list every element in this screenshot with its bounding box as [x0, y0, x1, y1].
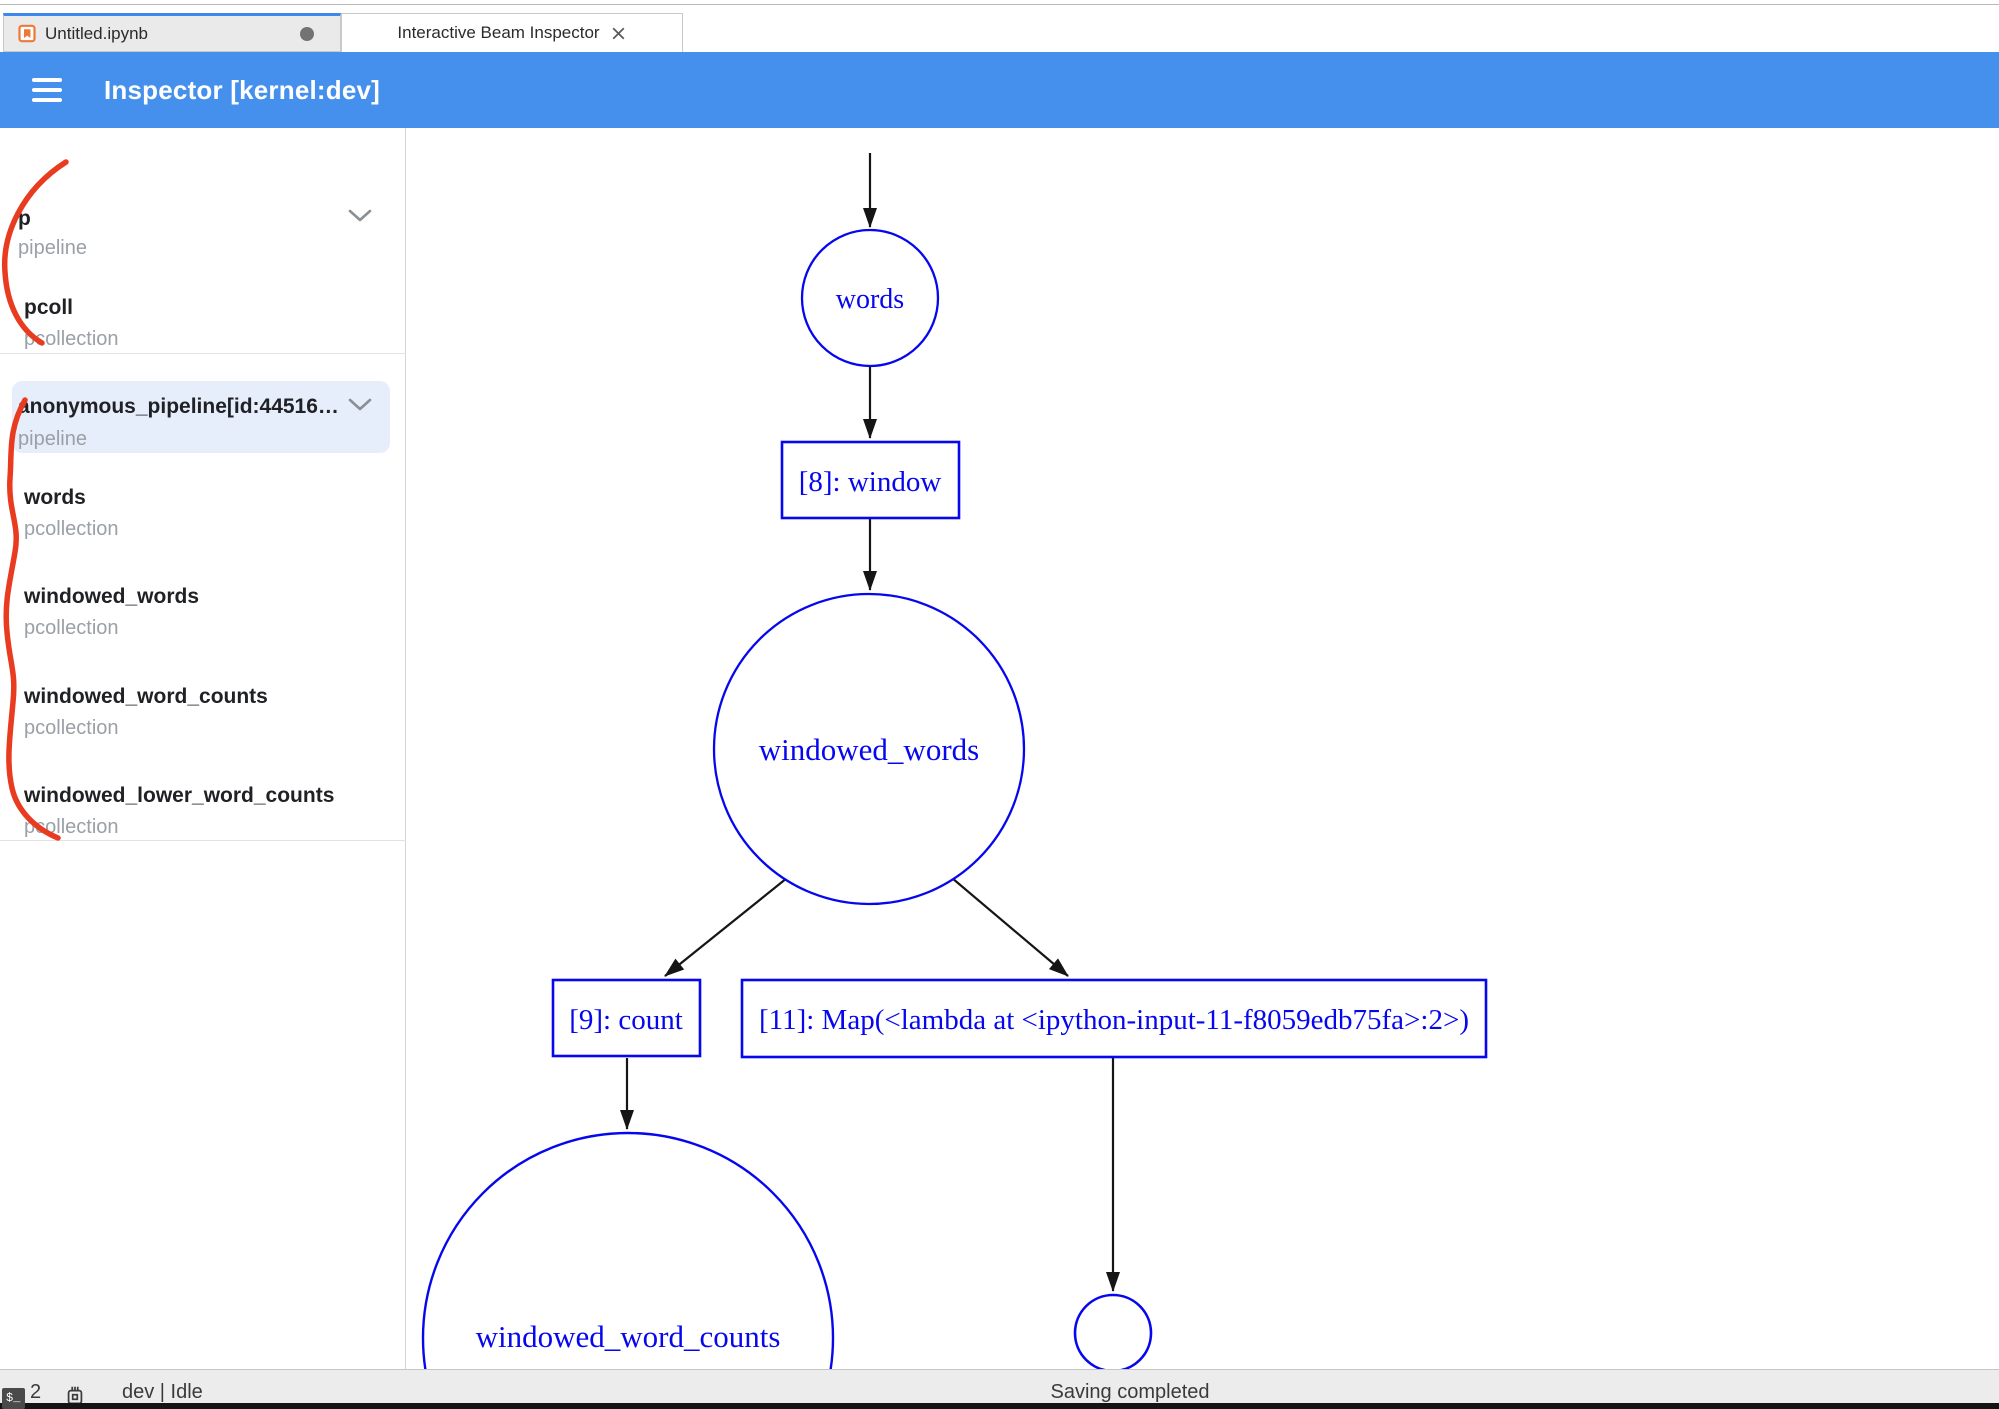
sidebar-item-windowed-words[interactable]: windowed_words — [24, 585, 200, 608]
close-icon[interactable] — [610, 25, 627, 42]
node-count-rect[interactable] — [551, 978, 702, 1058]
page-title: Inspector [kernel:dev] — [104, 74, 381, 105]
graph-edges — [620, 153, 1120, 1292]
node-unnamed-circle[interactable] — [1073, 1293, 1153, 1369]
window-bottom-edge — [0, 1403, 1999, 1409]
node-label: windowed_word_counts — [476, 1319, 781, 1354]
pipeline-graph-canvas: words [8]: window windowed_words [9]: co… — [421, 153, 1488, 1369]
terminal-icon[interactable]: $_ — [2, 1388, 25, 1409]
window-top-border — [0, 4, 1999, 5]
tab-beam-inspector[interactable]: Interactive Beam Inspector — [341, 13, 683, 52]
node-words-circle[interactable] — [800, 228, 940, 368]
status-message: Saving completed — [1050, 1381, 1210, 1403]
notebook-icon — [18, 24, 36, 43]
edge-windowed-words-to-map — [951, 877, 1069, 977]
sidebar-divider — [0, 353, 406, 354]
node-label: [11]: Map(<lambda at <ipython-input-11-f… — [759, 1004, 1469, 1036]
sidebar-divider — [0, 840, 406, 841]
node-label: windowed_words — [759, 732, 979, 767]
node-label: [8]: window — [799, 466, 942, 498]
sidebar-item-windowed-word-counts[interactable]: windowed_word_counts — [24, 685, 268, 708]
tab-bar: Untitled.ipynb Interactive Beam Inspecto… — [0, 5, 1999, 52]
sidebar-item-anonymous-pipeline[interactable]: anonymous_pipeline[id:44516… — [18, 395, 339, 418]
chevron-down-icon[interactable] — [346, 208, 374, 224]
unsaved-changes-dot — [300, 26, 314, 41]
chevron-down-icon[interactable] — [346, 397, 374, 413]
kernel-status[interactable]: dev | Idle — [122, 1381, 203, 1403]
tab-untitled-notebook[interactable]: Untitled.ipynb — [3, 13, 341, 52]
status-bar — [0, 1369, 1999, 1404]
sidebar-item-windowed-lower-word-counts[interactable]: windowed_lower_word_counts — [24, 784, 335, 807]
node-map-rect[interactable] — [740, 978, 1488, 1059]
node-window-rect[interactable] — [780, 440, 961, 520]
tab-label: Interactive Beam Inspector — [397, 23, 600, 42]
node-label: words — [836, 284, 904, 315]
inspector-app-bar: Inspector [kernel:dev] — [0, 52, 1999, 128]
edge-windowed-words-to-count — [664, 877, 788, 977]
node-label: [9]: count — [569, 1004, 683, 1036]
terminals-count[interactable]: 2 — [30, 1381, 42, 1403]
tab-label: Untitled.ipynb — [45, 23, 149, 43]
node-windowed-words-circle[interactable] — [712, 592, 1026, 906]
hamburger-icon[interactable] — [32, 78, 62, 102]
node-windowed-word-counts-circle[interactable] — [421, 1131, 835, 1369]
selected-item-highlight — [12, 381, 390, 453]
